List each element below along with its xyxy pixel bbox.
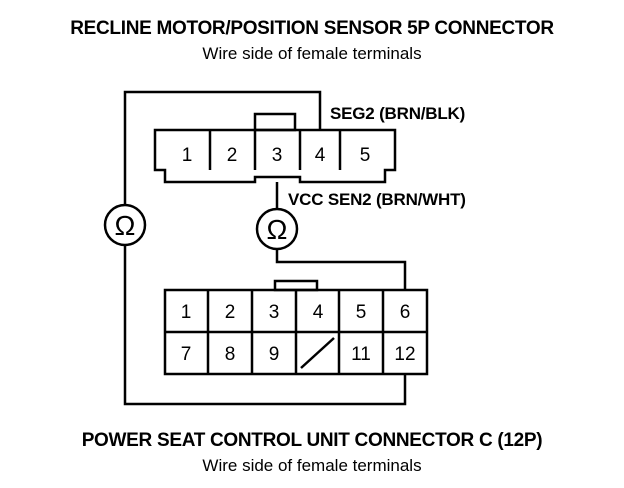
bottom-connector-subtitle: Wire side of female terminals — [202, 456, 422, 475]
bottom-terminal: 6 — [400, 302, 411, 323]
bottom-terminal: 5 — [356, 302, 367, 323]
bottom-terminal: 8 — [225, 344, 236, 365]
bottom-terminal: 3 — [269, 302, 280, 323]
bottom-terminal: 9 — [269, 344, 280, 365]
wire-seg2-return — [123, 245, 407, 406]
wire-seg2 — [123, 90, 322, 205]
blank-cavity-slash — [300, 337, 335, 369]
top-terminal: 2 — [227, 145, 238, 166]
bottom-terminal: 11 — [351, 344, 371, 365]
seg2-label: SEG2 (BRN/BLK) — [330, 104, 466, 123]
ohmmeter-left — [103, 203, 147, 247]
vcc-sen2-label: VCC SEN2 (BRN/WHT) — [288, 190, 466, 209]
bottom-connector-latch — [273, 279, 319, 292]
top-terminal: 3 — [272, 145, 283, 166]
wire-vcc-sen2-return — [275, 249, 407, 290]
ohm-symbol-right: Ω — [267, 214, 288, 245]
top-connector-subtitle: Wire side of female terminals — [202, 44, 422, 63]
bottom-terminal: 1 — [181, 302, 192, 323]
top-terminal: 5 — [360, 145, 371, 166]
top-terminal: 4 — [315, 145, 326, 166]
bottom-terminal: 12 — [394, 344, 415, 365]
bottom-connector-title: POWER SEAT CONTROL UNIT CONNECTOR C (12P… — [81, 430, 543, 451]
bottom-terminal: 7 — [181, 344, 192, 365]
top-connector-latch — [253, 112, 297, 132]
top-connector-body — [153, 128, 397, 184]
ohmmeter-right — [255, 207, 299, 251]
bottom-terminal: 4 — [313, 302, 324, 323]
ohm-symbol-left: Ω — [115, 210, 136, 241]
top-terminal: 1 — [182, 145, 193, 166]
top-connector-title: RECLINE MOTOR/POSITION SENSOR 5P CONNECT… — [70, 18, 554, 39]
bottom-terminal: 2 — [225, 302, 236, 323]
